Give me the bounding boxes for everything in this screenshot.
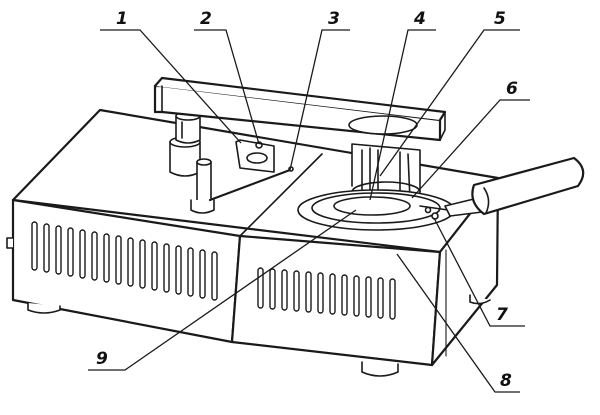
callout-8: 8 [500, 371, 512, 391]
left-vent [31, 221, 218, 301]
side-knob [6, 237, 14, 249]
igniter-cylinder [190, 158, 215, 214]
case-top-divider [239, 153, 323, 237]
callout-9: 9 [96, 349, 108, 369]
callout-3: 3 [328, 9, 340, 29]
foot-front-right [361, 361, 399, 377]
heating-plate [297, 189, 455, 231]
callout-2: 2 [200, 9, 212, 29]
foot-front-left [27, 302, 61, 314]
callout-1: 1 [116, 9, 128, 29]
callout-5: 5 [494, 9, 506, 29]
handle [444, 156, 585, 217]
callout-7: 7 [496, 305, 508, 325]
motor-housing [169, 111, 201, 177]
right-vent [257, 267, 396, 320]
callout-6: 6 [506, 79, 518, 99]
stirring-rod [208, 168, 292, 202]
leader-lines [88, 29, 530, 393]
upper-arm [153, 76, 447, 142]
thermometer-clamp [235, 139, 275, 173]
callout-4: 4 [413, 9, 426, 29]
